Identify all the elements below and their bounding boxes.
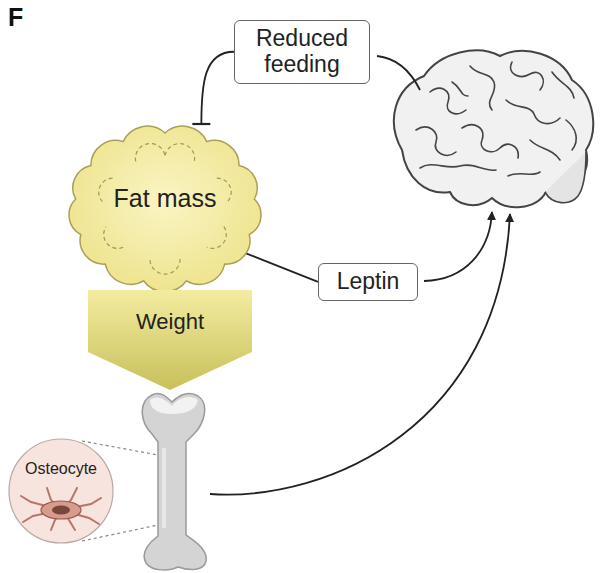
leptin-arrow (424, 212, 492, 281)
osteocyte-callout-shape (8, 438, 114, 544)
connector (234, 249, 318, 282)
node-text: Weight (88, 310, 252, 335)
process-box: Reduced feeding (234, 20, 370, 84)
pathway-arc (377, 56, 420, 90)
osteocyte-callout: Osteocyte (8, 438, 114, 544)
inhibition-connector (201, 52, 234, 124)
panel-letter: F (8, 3, 23, 32)
fat-mass-cloud: Fat mass (64, 122, 266, 294)
bone-illustration (142, 393, 206, 570)
weight-arrow: Weight (88, 290, 252, 390)
weight-arrow-shape (88, 290, 252, 390)
brain-illustration (394, 50, 593, 207)
hormone-box: Leptin (318, 263, 418, 301)
node-text: Reduced feeding (256, 26, 348, 78)
node-text: Fat mass (64, 184, 266, 212)
node-text: Osteocyte (8, 460, 114, 478)
node-text: Leptin (331, 269, 405, 295)
bone-signal-arrow (210, 214, 510, 495)
